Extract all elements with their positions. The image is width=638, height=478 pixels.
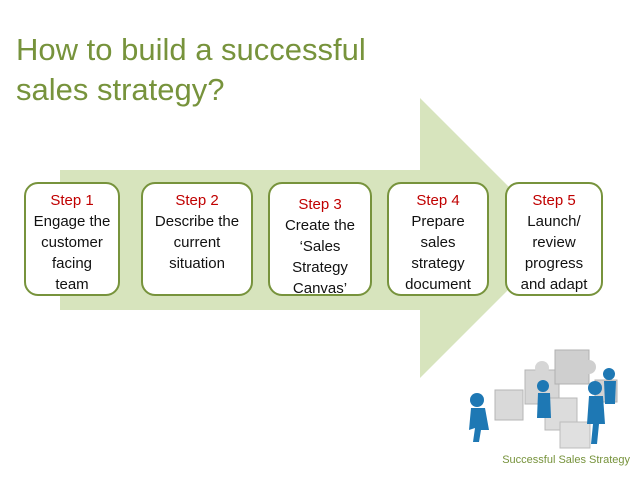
puzzle-people-icon [469, 349, 618, 449]
step-3-box: Step 3 Create the ‘Sales Strategy Canvas… [268, 182, 372, 297]
step-2-label: Step 2 [175, 192, 219, 209]
footer-caption: Successful Sales Strategy [502, 454, 630, 466]
step-4-text: Prepare sales strategy document [405, 213, 471, 293]
step-5-text: Launch/ review progress and adapt [520, 213, 588, 293]
step-5-label: Step 5 [532, 192, 576, 209]
step-3-text: Create the ‘Sales Strategy Canvas’ [284, 217, 356, 297]
step-3-label: Step 3 [298, 196, 342, 213]
step-5-box: Step 5 Launch/ review progress and adapt [505, 182, 603, 296]
step-4-box: Step 4 Prepare sales strategy document [387, 182, 489, 296]
step-4-label: Step 4 [416, 192, 460, 209]
step-1-text: Engage the customer facing team [33, 213, 111, 293]
page-title: How to build a successful sales strategy… [16, 32, 366, 107]
step-2-box: Step 2 Describe the current situation [141, 182, 253, 296]
step-1-box: Step 1 Engage the customer facing team [24, 182, 120, 296]
step-2-text: Describe the current situation [154, 213, 240, 272]
step-1-label: Step 1 [50, 192, 94, 209]
